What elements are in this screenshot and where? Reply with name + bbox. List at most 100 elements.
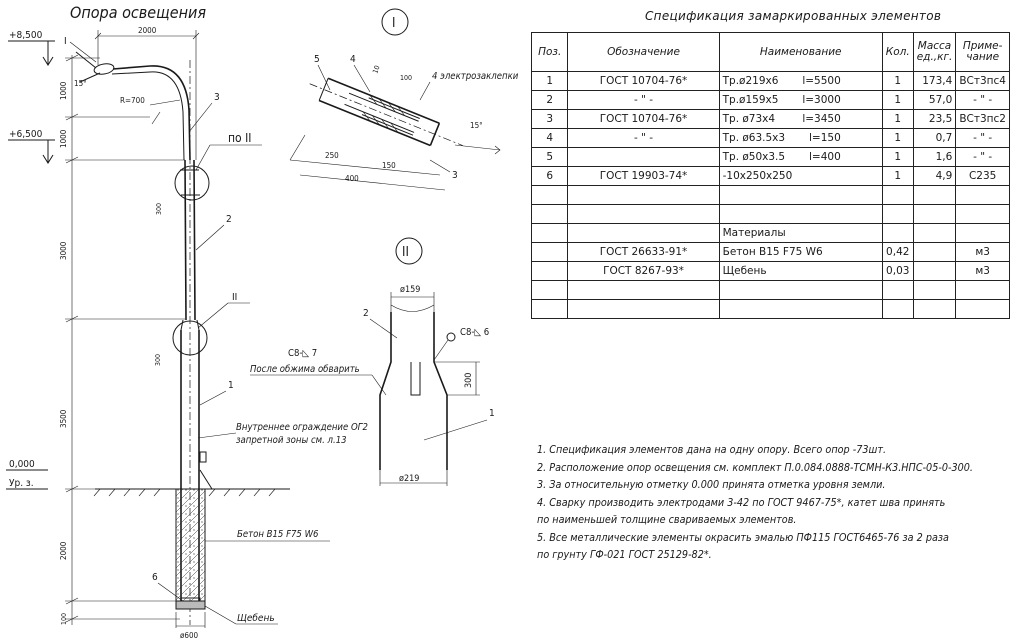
view-I-rivets-label: 4 электрозаклепки	[432, 71, 519, 82]
fence-note-line1: Внутреннее ограждение ОГ2	[236, 422, 368, 433]
dim-2000: 2000	[59, 541, 68, 560]
gravel-label: Щебень	[237, 612, 275, 624]
spec-cell-note	[955, 223, 1010, 243]
col-note: Приме-чание	[955, 32, 1010, 72]
spec-cell-mass	[912, 185, 957, 205]
dim-foundation-dia: ø600	[180, 631, 199, 640]
spec-cell-mass	[912, 261, 957, 281]
spec-cell-note	[955, 299, 1010, 319]
spec-cell-pos: 3	[530, 109, 569, 129]
spec-cell-qty	[881, 299, 914, 319]
spec-cell-designation	[567, 280, 720, 300]
spec-name-text: Тр. ø50х3.5	[722, 151, 786, 163]
fence-note-line2: запретной зоны см. л.13	[236, 435, 347, 446]
spec-cell-mass: 57,0	[912, 90, 957, 110]
spec-row	[530, 280, 1010, 300]
spec-cell-designation: ГОСТ 10704-76*	[567, 71, 720, 91]
spec-cell-note: - " -	[955, 90, 1010, 110]
spec-name-text: Тр. ø73х4	[722, 113, 776, 125]
col-note-l1: Приме-	[962, 40, 1003, 52]
note-line: 4. Сварку производить электродами 3-42 п…	[537, 496, 946, 509]
spec-cell-qty: 1	[881, 128, 914, 148]
view-I-dim-150: 150	[382, 161, 396, 170]
spec-cell-pos	[530, 280, 569, 300]
view-II-bottom-dia: ø219	[399, 474, 419, 484]
view-II-weld-left-triangle-icon: ◺	[303, 348, 312, 359]
spec-cell-pos	[530, 204, 569, 224]
dim-3000: 3000	[59, 241, 68, 260]
spec-cell-mass	[912, 242, 957, 262]
spec-cell-mass: 173,4	[912, 71, 957, 91]
spec-title: Спецификация замаркированных элементов	[645, 9, 942, 23]
spec-cell-mass	[912, 280, 957, 300]
view-II-weld-right-triangle-icon: ◺	[475, 327, 484, 338]
spec-cell-note	[955, 204, 1010, 224]
dim-1000-upper: 1000	[59, 81, 68, 100]
callout-po-II: по II	[228, 131, 251, 145]
spec-cell-note: - " -	[955, 128, 1010, 148]
note-line: по грунту ГФ-021 ГОСТ 25129-82*.	[537, 549, 712, 561]
spec-name-text: Бетон В15 F75 W6	[722, 246, 823, 258]
view-II-top-dia: ø159	[400, 285, 420, 295]
spec-cell-qty: 1	[881, 71, 914, 91]
spec-row	[530, 299, 1010, 319]
view-II-title: II	[402, 245, 409, 260]
spec-length-text: l=5500	[802, 75, 841, 87]
note-line: 5. Все металлические элементы окрасить э…	[537, 531, 949, 544]
spec-cell-mass: 4,9	[912, 166, 957, 186]
pole-elevation: Опора освещения +8,500 +6,500 0,000 Ур. …	[6, 3, 368, 640]
spec-name-text: -10х250х250	[722, 170, 793, 182]
view-II-dim-300: 300	[464, 373, 474, 388]
spec-cell-note: м3	[955, 261, 1010, 281]
spec-cell-pos	[530, 185, 569, 205]
view-II-weld-right-num: 6	[484, 327, 489, 338]
spec-cell-designation: - " -	[567, 128, 720, 148]
note-line: 1. Спецификация элементов дана на одну о…	[537, 444, 887, 456]
dim-3500: 3500	[59, 409, 68, 428]
view-II-weld-note: После обжима обварить	[250, 364, 360, 375]
spec-length-text: l=150	[809, 132, 841, 144]
col-name: Наименование	[718, 32, 883, 72]
spec-cell-note	[955, 185, 1010, 205]
arm-tube	[112, 65, 191, 161]
spec-cell-designation: ГОСТ 8267-93*	[567, 261, 720, 281]
spec-cell-note: ВСт3пс2	[955, 109, 1010, 129]
level-top-text: +8,500	[9, 30, 43, 41]
col-mass-l1: Масса	[917, 40, 952, 52]
spec-cell-qty: 1	[881, 109, 914, 129]
spec-cell-pos	[530, 242, 569, 262]
spec-name-text: Тр.ø219х6	[722, 75, 779, 87]
callout-6: 6	[152, 572, 158, 583]
spec-cell-name	[718, 204, 883, 224]
col-pos: Поз.	[530, 32, 569, 72]
concrete-foundation	[175, 488, 206, 602]
col-designation: Обозначение	[567, 32, 720, 72]
spec-cell-pos: 2	[530, 90, 569, 110]
callout-II-mark: II	[232, 292, 237, 303]
spec-cell-designation	[567, 185, 720, 205]
spec-cell-mass: 23,5	[912, 109, 957, 129]
spec-cell-designation: - " -	[567, 90, 720, 110]
view-I-angle: 15°	[470, 121, 483, 130]
spec-cell-qty: 1	[881, 90, 914, 110]
spec-cell-name: Щебень	[718, 261, 883, 281]
detail-view-II: II ø159 2 1 С8-◺ 6 С8-◺ 7 После обжима о…	[250, 237, 495, 486]
level-mark-top: +8,500	[8, 30, 55, 66]
ground-label: Ур. з.	[9, 478, 34, 489]
spec-cell-name: Бетон В15 F75 W6	[718, 242, 883, 262]
spec-cell-designation: ГОСТ 19903-74*	[567, 166, 720, 186]
callout-3: 3	[214, 92, 220, 103]
spec-cell-mass	[912, 223, 957, 243]
level-mark-ground: 0,000 Ур. з.	[6, 459, 48, 490]
detail-view-I: I 5 4 10 100 4 электрозаклепки 15° 3	[289, 8, 519, 191]
spec-cell-designation	[567, 204, 720, 224]
spec-cell-note: ВСт3пс4	[955, 71, 1010, 91]
